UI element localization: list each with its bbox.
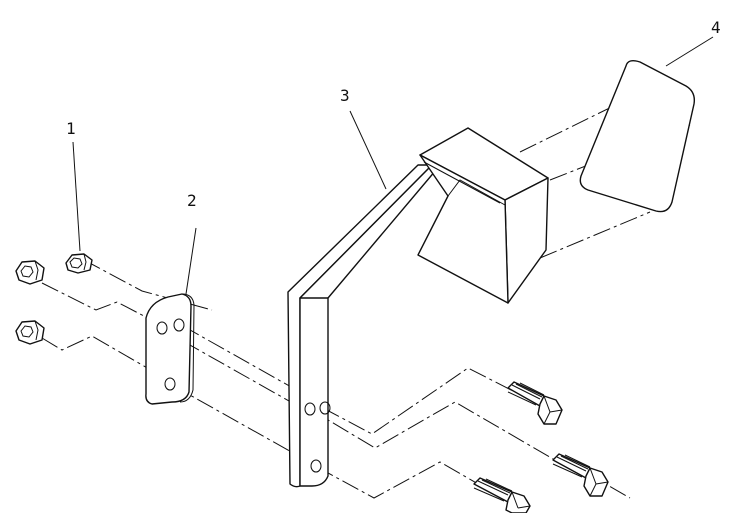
bracket-hole-3 (310, 459, 322, 473)
hex-nut-top (65, 253, 93, 274)
centerline-bolt-middle (307, 401, 561, 464)
centerline-nut-middle (41, 282, 164, 327)
bracket-cap (417, 127, 549, 304)
centerline-bolt-top (322, 367, 516, 435)
centerline-nut-top (83, 259, 213, 311)
leader-line-2 (185, 227, 197, 295)
centerline-plate-bracket-2 (157, 326, 306, 411)
bolt-bottom (473, 477, 531, 513)
callout-label-3: 3 (340, 86, 350, 105)
callout-label-1: 1 (66, 119, 76, 138)
bolt-top (507, 381, 563, 425)
centerline-cap-top (519, 94, 637, 153)
hex-nut-bottom (15, 320, 45, 345)
backing-plate (145, 293, 195, 405)
plate-hole-1 (156, 321, 168, 335)
leader-line-3 (349, 110, 387, 190)
bracket-hole-1 (304, 402, 316, 416)
centerline-bolt-bottom (316, 461, 486, 499)
plate-hole-2 (173, 318, 185, 332)
leader-line-1 (72, 141, 81, 252)
plate-hole-3 (164, 377, 176, 391)
bracket-hole-2 (319, 401, 331, 415)
callout-label-2: 2 (187, 191, 197, 210)
bracket-arm (287, 164, 437, 488)
callout-label-4: 4 (711, 18, 721, 37)
leader-line-4 (665, 36, 714, 67)
bolt-middle (552, 453, 609, 497)
centerline-cap-bottom (539, 211, 651, 259)
pad-part-4 (579, 59, 696, 213)
centerline-nut-bottom (41, 335, 169, 381)
hex-nut-middle (15, 260, 45, 285)
centerline-plate-bracket-1 (182, 325, 301, 393)
